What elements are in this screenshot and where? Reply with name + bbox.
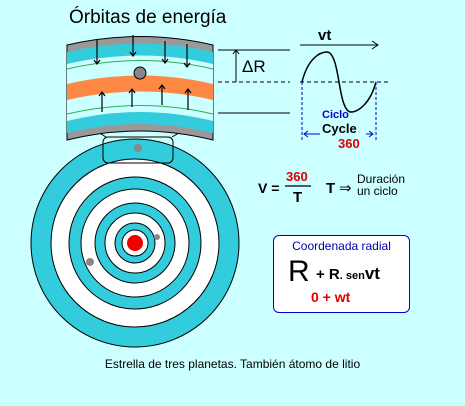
fraction-denominator: T — [293, 189, 302, 206]
duration-label-line2: un ciclo — [357, 184, 398, 198]
big-r-symbol: R — [288, 255, 310, 288]
orbit-diagram — [30, 138, 240, 348]
arrow-up — [184, 88, 192, 110]
band-green-line-bottom — [67, 105, 213, 115]
ciclo-label: Ciclo — [322, 109, 349, 121]
degrees-label: 360 — [338, 136, 360, 151]
delta-arrow — [232, 49, 240, 82]
planet-inner — [154, 234, 160, 240]
arrow-down — [183, 44, 191, 68]
delta-r-marker: ΔR — [218, 49, 290, 114]
period-formula: V = 360 T T ⇒ Duración un ciclo — [258, 169, 405, 206]
box-title: Coordenada radial — [292, 239, 391, 253]
vt-label: vt — [318, 27, 331, 44]
band-planet — [133, 66, 147, 80]
vt-text: vt — [364, 264, 380, 283]
diagram-caption: Estrella de tres planetas. También átomo… — [104, 357, 361, 371]
down-arrows — [93, 35, 191, 68]
cycle-arrows — [303, 130, 374, 138]
v-equals: V = — [258, 180, 279, 196]
planet-middle — [86, 258, 94, 266]
arrow-down — [129, 35, 137, 57]
implies-arrow-icon: ⇒ — [339, 179, 352, 197]
up-arrows — [98, 84, 192, 112]
central-star — [127, 235, 143, 251]
plus-r-term: + R. senvt — [316, 264, 380, 284]
zoom-region — [102, 136, 174, 164]
arrow-up — [98, 91, 106, 112]
cycle-label: Cycle — [322, 121, 357, 136]
magnified-band — [66, 35, 214, 141]
duration-label-line1: Duración — [357, 172, 405, 186]
page-title: Órbitas de energía — [69, 7, 227, 28]
delta-r-label: ΔR — [242, 57, 266, 76]
phase-term: 0 + wt — [311, 289, 351, 305]
fraction-numerator: 360 — [286, 169, 308, 184]
band-orange-stripe — [67, 75, 213, 100]
sen-text: . sen — [339, 270, 365, 282]
wave-graph: vt Ciclo Cycle 360 — [300, 27, 390, 151]
band-green-line-top — [67, 60, 213, 70]
arrow-down — [93, 40, 101, 65]
arrow-up — [128, 88, 136, 107]
t-symbol: T — [326, 180, 335, 197]
arrow-down — [161, 41, 169, 64]
vt-arrow — [300, 40, 379, 50]
plus-r-text: + R — [316, 266, 340, 283]
sine-wave — [301, 51, 377, 113]
planet-outer — [134, 144, 142, 152]
arrow-up — [158, 84, 166, 105]
radial-coordinate-box: Coordenada radial R + R. senvt 0 + wt — [273, 235, 410, 313]
